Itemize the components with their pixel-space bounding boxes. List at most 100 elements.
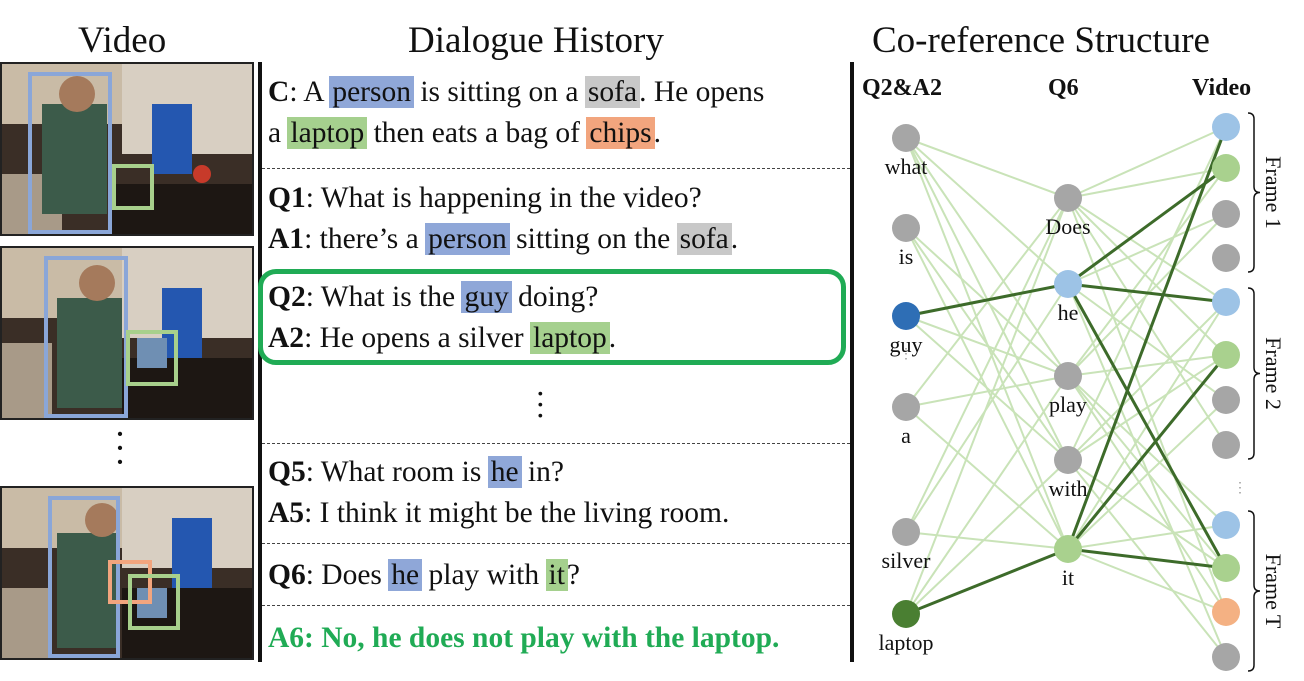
question-label: Q2: [268, 281, 306, 313]
video-frame-2: [0, 246, 254, 420]
highlighted-mention: he: [487, 456, 522, 488]
video-object-node: [1212, 511, 1240, 539]
graph-edge-weak: [905, 406, 1069, 550]
q6-line: Q6: Does he play with it?: [268, 559, 580, 591]
graph-node-silver: [892, 518, 920, 546]
q5-line: Q5: What room is he in?: [268, 456, 564, 488]
highlighted-mention: sofa: [584, 76, 641, 108]
dialogue-ellipsis: ···: [535, 375, 546, 433]
graph-edge-strong: [1066, 354, 1228, 550]
highlighted-mention: he: [388, 559, 423, 591]
graph-node-what: [892, 124, 920, 152]
highlighted-mention: sofa: [676, 223, 732, 255]
video-header: Video: [78, 20, 167, 61]
graph-edge-weak: [905, 531, 1069, 550]
caption-line-1: C: A person is sitting on a sofa. He ope…: [268, 76, 765, 108]
graph-edge-weak: [905, 137, 1069, 377]
graph-edge-weak: [1067, 167, 1227, 199]
video-frame-3: [0, 486, 254, 660]
answer-label: A5: [268, 497, 305, 529]
graph-edge-weak: [1067, 354, 1227, 377]
dashed-divider: [262, 168, 850, 169]
video-column: ···: [0, 62, 254, 662]
graph-edge-weak: [1067, 301, 1227, 461]
graph-edge-weak: [1067, 213, 1227, 285]
dashed-divider: [262, 543, 850, 544]
graph-node-label: it: [1062, 565, 1074, 590]
answer-label: A2: [268, 322, 305, 354]
frame-label: Frame 2: [1261, 337, 1286, 410]
graph-node-it: [1054, 535, 1082, 563]
highlighted-mention: guy: [461, 281, 512, 313]
video-object-node: [1212, 154, 1240, 182]
graph-edge-weak: [905, 375, 1069, 408]
highlighted-mention: person: [425, 223, 510, 255]
graph-edge-weak: [1067, 197, 1227, 446]
video-object-node: [1212, 288, 1240, 316]
graph-edge-weak: [1067, 167, 1227, 377]
q1-line: Q1: What is happening in the video?: [268, 182, 702, 214]
video-object-node: [1212, 341, 1240, 369]
highlighted-mention: laptop: [287, 117, 368, 149]
person-bbox: [48, 496, 120, 658]
dialogue-header: Dialogue History: [408, 20, 664, 61]
graph-header-dialogue: Q2&A2: [862, 75, 942, 101]
graph-node-label: with: [1048, 476, 1087, 501]
highlighted-mention: laptop: [530, 322, 610, 354]
a2-line: A2: He opens a silver laptop.: [268, 322, 617, 354]
graph-edge-weak: [1067, 126, 1227, 199]
q2-line: Q2: What is the guy doing?: [268, 281, 599, 313]
video-object-node: [1212, 113, 1240, 141]
graph-node-a: [892, 393, 920, 421]
video-object-node: [1212, 554, 1240, 582]
video-object-node: [1212, 431, 1240, 459]
graph-node-label: play: [1049, 392, 1087, 417]
graph-edge-weak: [905, 227, 1069, 377]
graph-node-play: [1054, 362, 1082, 390]
coref-header: Co-reference Structure: [872, 20, 1210, 61]
question-label: Q6: [268, 559, 306, 591]
graph-node-label: silver: [882, 548, 932, 573]
highlighted-mention: it: [545, 559, 568, 591]
video-object-node: [1212, 643, 1240, 671]
frame-label: Frame 1: [1261, 156, 1286, 229]
frame-bracket: [1247, 287, 1261, 460]
graph-edge-weak: [905, 375, 1069, 615]
dashed-divider: [262, 443, 850, 444]
graph-edge-strong: [1066, 283, 1228, 569]
graph-edge-strong: [905, 282, 1069, 318]
laptop-bbox: [112, 164, 154, 210]
graph-node-label: guy: [890, 332, 923, 357]
graph-node-does: [1054, 184, 1082, 212]
answer-a6: A6: No, he does not play with the laptop…: [268, 622, 780, 654]
q2-highlight-box: [258, 269, 846, 365]
graph-edge-weak: [905, 197, 1069, 615]
graph-edge-weak: [1067, 375, 1227, 569]
highlighted-mention: chips: [586, 117, 655, 149]
graph-edge-weak: [1067, 524, 1227, 550]
laptop-bbox: [126, 330, 178, 386]
graph-edge-strong: [1066, 126, 1228, 550]
graph-edge-weak: [905, 137, 1069, 199]
graph-edge-weak: [1067, 399, 1227, 550]
graph-edge-weak: [1067, 197, 1227, 613]
graph-edge-strong: [1067, 166, 1227, 286]
video-object-node: [1212, 386, 1240, 414]
graph-node-label: a: [901, 423, 911, 448]
graph-node-laptop: [892, 600, 920, 628]
graph-edge-strong: [905, 547, 1069, 616]
video-object-node: [1212, 200, 1240, 228]
dashed-divider: [262, 605, 850, 606]
graph-edge-weak: [905, 227, 1069, 461]
graph-edge-weak: [1067, 548, 1227, 613]
graph-node-label: what: [885, 154, 928, 179]
graph-edge-weak: [905, 315, 1069, 377]
graph-node-he: [1054, 270, 1082, 298]
highlighted-mention: person: [329, 76, 414, 108]
person-bbox: [28, 72, 112, 234]
caption-label: C: [268, 76, 290, 108]
column-divider-right: [850, 62, 854, 662]
column-divider-left: [258, 62, 262, 662]
video-frame-1: [0, 62, 254, 236]
